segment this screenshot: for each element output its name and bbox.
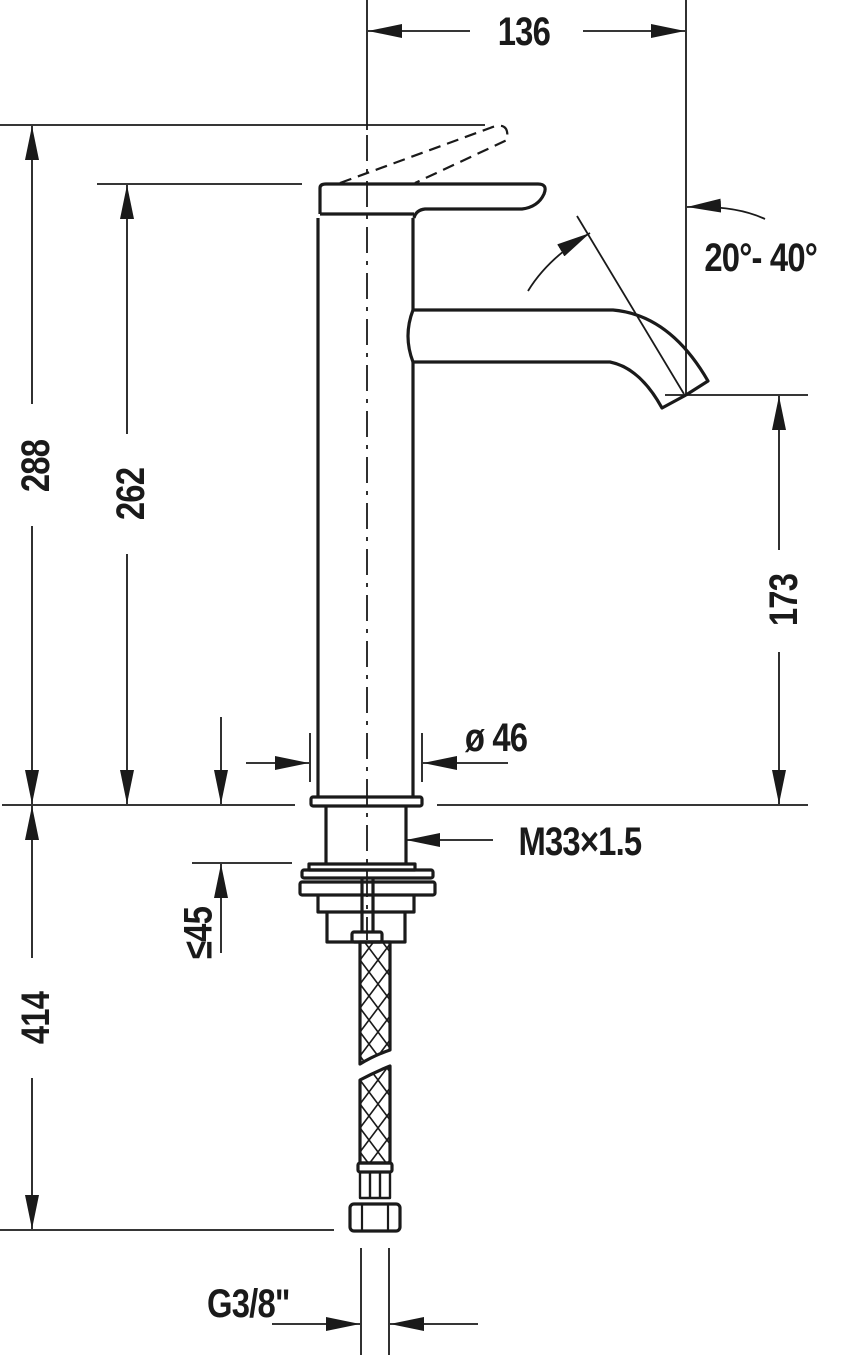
dim-hose-connection: G3/8" (207, 1282, 290, 1326)
faucet-body (298, 124, 710, 1233)
dim-thread: M33×1.5 (518, 820, 642, 864)
dim-body-diameter: ø 46 (464, 716, 528, 760)
extension-lines (0, 0, 808, 1355)
dim-hose-length: 414 (13, 991, 58, 1045)
dim-spout-angle: 20°- 40° (704, 236, 818, 280)
dim-spout-outlet-height: 173 (761, 573, 806, 627)
dim-max-deck-thickness: ≤45 (176, 906, 221, 960)
dim-body-height: 262 (108, 467, 153, 521)
dim-spout-reach: 136 (497, 10, 551, 54)
dim-total-height: 288 (13, 439, 58, 493)
dimension-lines (25, 23, 786, 1331)
